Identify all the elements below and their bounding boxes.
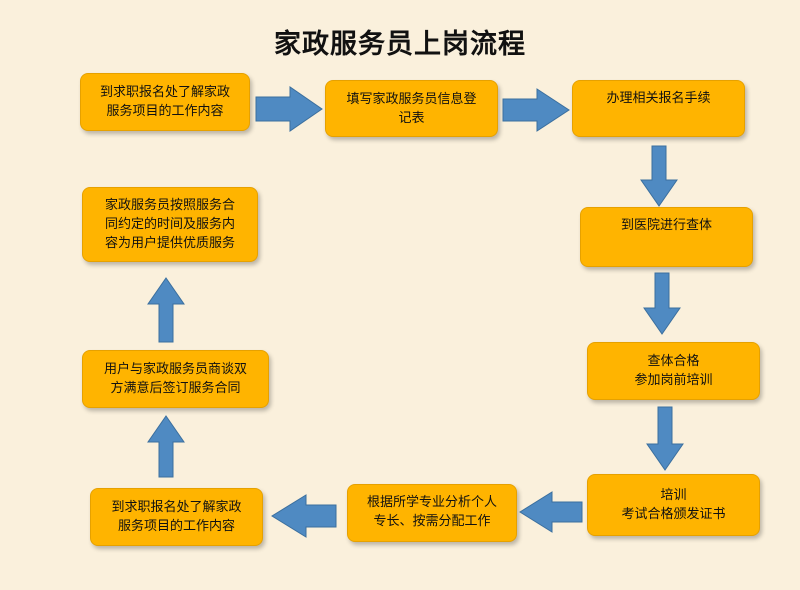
step-7-box: 根据所学专业分析个人 专长、按需分配工作 bbox=[347, 484, 517, 542]
step-4-box: 到医院进行查体 bbox=[580, 207, 753, 267]
arrow-up-icon bbox=[147, 415, 185, 478]
arrow-left-icon bbox=[519, 491, 583, 533]
step-5-text: 查体合格 参加岗前培训 bbox=[634, 354, 713, 388]
arrow-down-icon bbox=[640, 145, 678, 207]
step-5-box: 查体合格 参加岗前培训 bbox=[587, 342, 760, 400]
arrow-down-icon bbox=[643, 272, 681, 335]
step-4-text: 到医院进行查体 bbox=[620, 218, 712, 233]
step-10-text: 家政服务员按照服务合 同约定的时间及服务内 容为用户提供优质服务 bbox=[104, 198, 235, 251]
arrow-right-icon bbox=[255, 86, 323, 132]
step-7-text: 根据所学专业分析个人 专长、按需分配工作 bbox=[366, 495, 497, 529]
step-9-text: 用户与家政服务员商谈双 方满意后签订服务合同 bbox=[103, 362, 247, 396]
step-6-text: 培训 考试合格颁发证书 bbox=[621, 488, 726, 522]
step-3-text: 办理相关报名手续 bbox=[606, 91, 711, 106]
step-6-box: 培训 考试合格颁发证书 bbox=[587, 474, 760, 536]
step-2-text: 填写家政服务员信息登 记表 bbox=[346, 91, 477, 126]
step-1-text: 到求职报名处了解家政 服务项目的工作内容 bbox=[99, 85, 230, 119]
step-8-box: 到求职报名处了解家政 服务项目的工作内容 bbox=[90, 488, 263, 546]
step-2-box: 填写家政服务员信息登 记表 bbox=[325, 80, 498, 137]
step-9-box: 用户与家政服务员商谈双 方满意后签订服务合同 bbox=[82, 350, 269, 408]
arrow-left-icon bbox=[271, 494, 337, 538]
arrow-down-icon bbox=[646, 406, 684, 471]
step-10-box: 家政服务员按照服务合 同约定的时间及服务内 容为用户提供优质服务 bbox=[82, 187, 258, 262]
arrow-up-icon bbox=[147, 277, 185, 343]
step-8-text: 到求职报名处了解家政 服务项目的工作内容 bbox=[111, 500, 242, 534]
page-title: 家政服务员上岗流程 bbox=[274, 29, 526, 60]
step-1-box: 到求职报名处了解家政 服务项目的工作内容 bbox=[80, 73, 250, 131]
arrow-right-icon bbox=[502, 88, 570, 132]
step-3-box: 办理相关报名手续 bbox=[572, 80, 745, 137]
